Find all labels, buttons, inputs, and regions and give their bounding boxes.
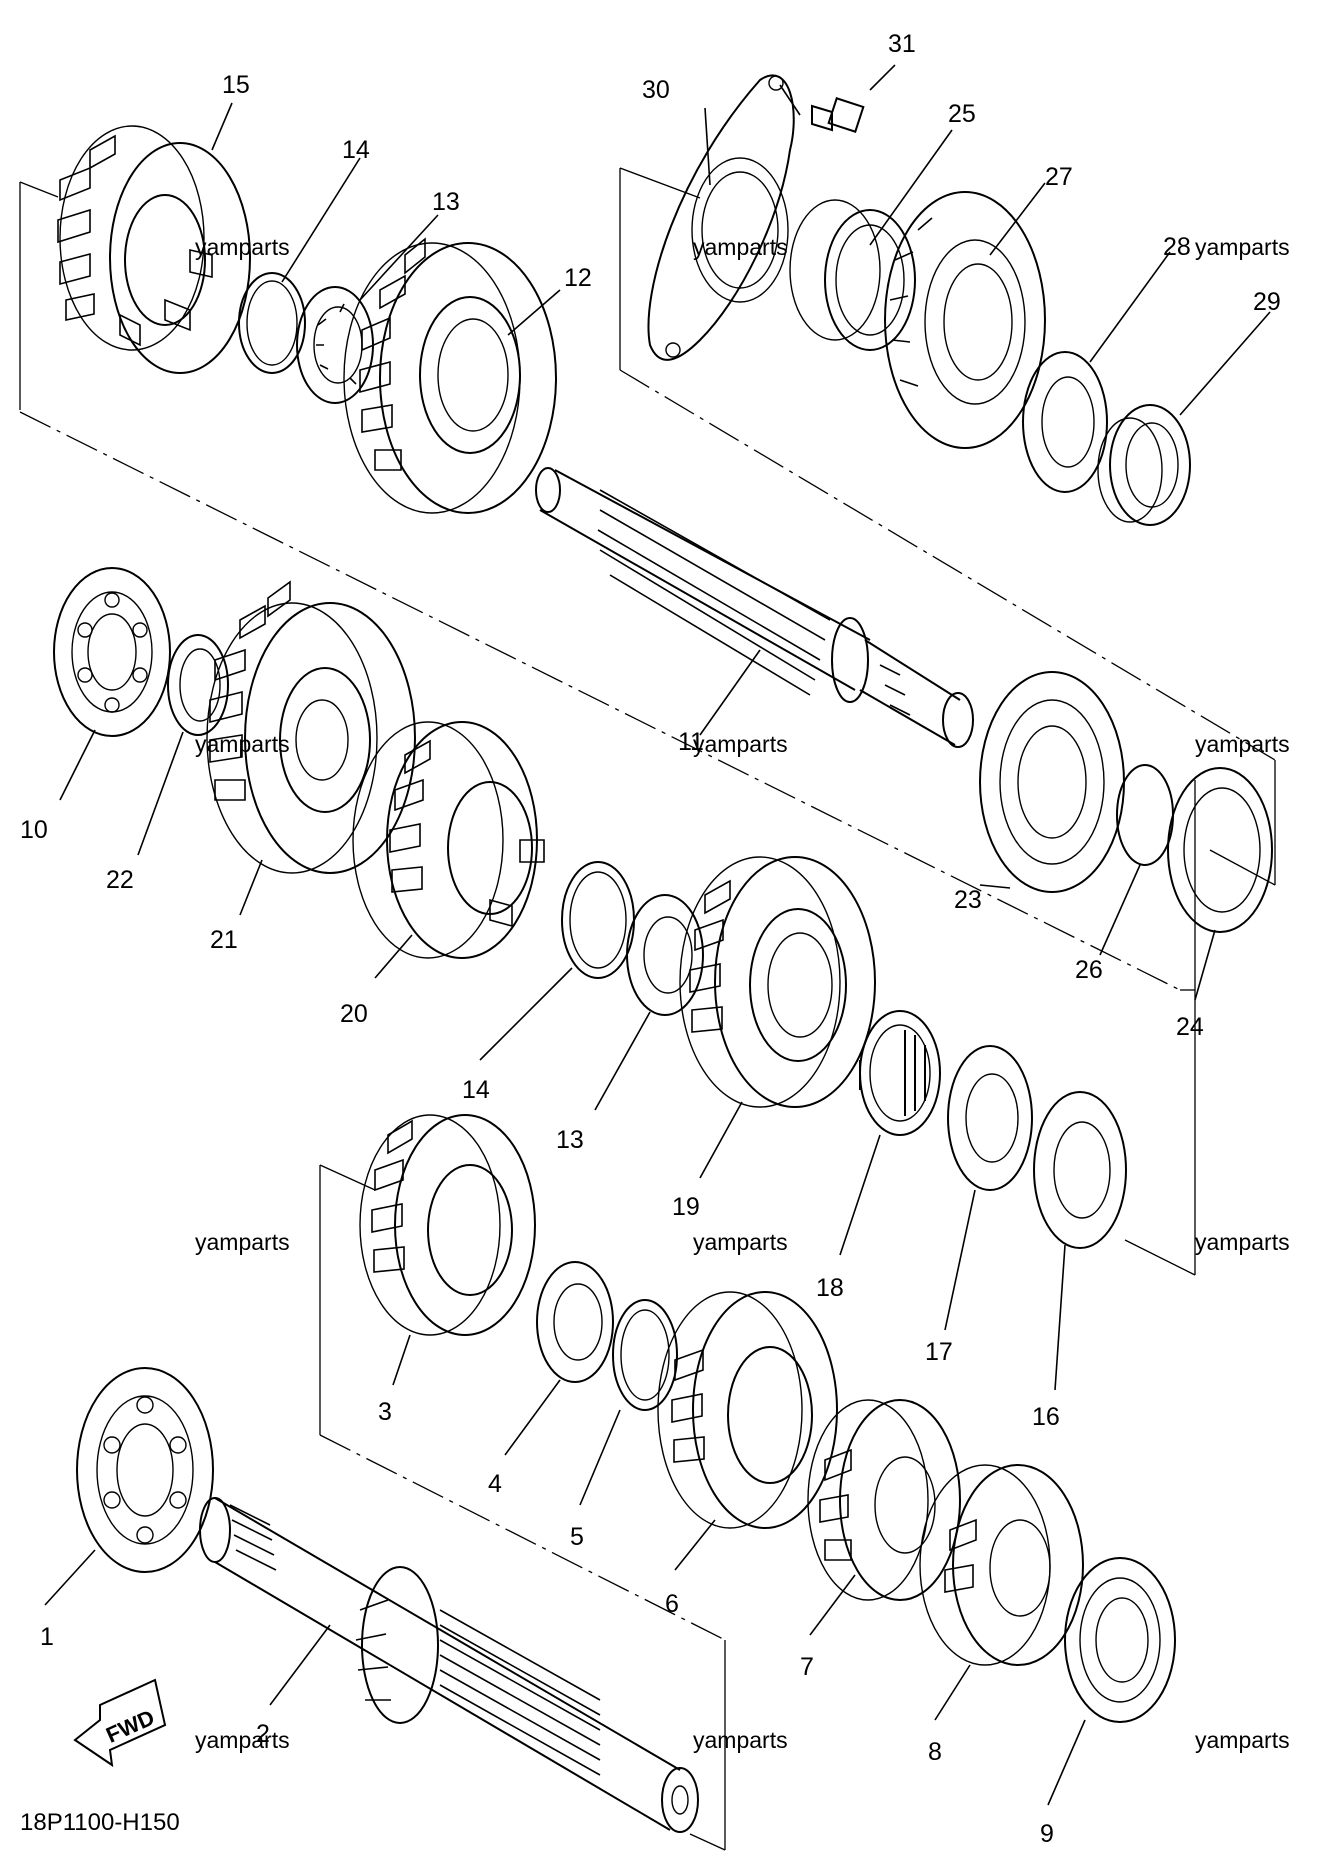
part-30-bracket — [647, 74, 795, 361]
part-23-bearing — [979, 671, 1125, 893]
part-14b-circlip — [561, 861, 635, 979]
watermark: yamparts — [1195, 731, 1290, 757]
watermark: yamparts — [693, 1229, 788, 1255]
callout-22: 22 — [106, 866, 134, 894]
part-25-collar — [789, 199, 916, 351]
callout-1: 1 — [40, 1623, 54, 1651]
diagram-code: 18P1100-H150 — [20, 1809, 180, 1836]
callout-10: 10 — [20, 816, 48, 844]
part-1-bearing — [76, 1367, 214, 1573]
watermark: yamparts — [693, 1727, 788, 1753]
callout-13: 13 — [432, 188, 460, 216]
leader-lines — [44, 64, 1271, 1806]
callout-8: 8 — [928, 1738, 942, 1766]
callout-23: 23 — [954, 886, 982, 914]
part-9-bearing — [1064, 1557, 1176, 1723]
callout-14b: 14 — [462, 1076, 490, 1104]
part-10-bearing — [53, 567, 171, 737]
callout-5: 5 — [570, 1523, 584, 1551]
callout-18: 18 — [816, 1274, 844, 1302]
callout-31: 31 — [888, 30, 916, 58]
callout-4: 4 — [488, 1470, 502, 1498]
part-19-gear — [679, 856, 876, 1108]
callout-15: 15 — [222, 71, 250, 99]
callout-25: 25 — [948, 100, 976, 128]
callout-21: 21 — [210, 926, 238, 954]
part-24-seal — [1167, 767, 1273, 933]
watermark: yamparts — [195, 1727, 290, 1753]
part-12-gear — [343, 237, 557, 514]
watermark: yamparts — [1195, 234, 1290, 260]
part-22-washer — [167, 634, 229, 736]
part-6-gear — [657, 1291, 838, 1529]
part-11-axle — [535, 467, 974, 748]
callout-2: 2 — [256, 1720, 270, 1748]
part-2-axle — [199, 1497, 699, 1833]
watermark: yamparts — [1195, 1229, 1290, 1255]
callout-28: 28 — [1163, 233, 1191, 261]
group-frame-lines — [19, 167, 1276, 1851]
part-14-circlip — [238, 272, 306, 374]
callout-27: 27 — [1045, 163, 1073, 191]
fwd-arrow-icon: FWD — [73, 1678, 167, 1768]
part-28-washer — [1022, 351, 1108, 493]
callout-19: 19 — [672, 1193, 700, 1221]
watermark: yamparts — [195, 1229, 290, 1255]
watermark: yamparts — [1195, 1727, 1290, 1753]
callout-29: 29 — [1253, 288, 1281, 316]
part-7-gear — [807, 1399, 961, 1601]
watermark: yamparts — [195, 234, 290, 260]
callout-12: 12 — [564, 264, 592, 292]
callout-11: 11 — [678, 728, 704, 756]
callout-20: 20 — [340, 1000, 368, 1028]
part-31-bolt — [811, 97, 865, 133]
part-21-gear — [206, 580, 416, 874]
callout-6: 6 — [665, 1590, 679, 1618]
callout-14: 14 — [342, 136, 370, 164]
part-15-gear — [57, 125, 251, 374]
part-26-oring — [1116, 764, 1174, 866]
part-5-circlip — [612, 1299, 678, 1411]
part-3-gear — [359, 1114, 536, 1336]
callout-24: 24 — [1176, 1013, 1204, 1041]
callout-labels: 15 14 13 12 30 31 25 27 28 29 10 22 21 1… — [20, 30, 1281, 1848]
callout-9: 9 — [1040, 1820, 1054, 1848]
part-20-gear — [352, 721, 545, 959]
part-18-bearing — [859, 1010, 941, 1136]
part-27-sprocket — [884, 191, 1046, 449]
callout-16: 16 — [1032, 1403, 1060, 1431]
callout-17: 17 — [925, 1338, 953, 1366]
watermark: yamparts — [693, 234, 788, 260]
callout-13b: 13 — [556, 1126, 584, 1154]
part-17-washer — [947, 1045, 1033, 1191]
watermarks: yamparts yamparts yamparts yamparts yamp… — [195, 234, 1290, 1753]
callout-30: 30 — [642, 76, 670, 104]
callout-3: 3 — [378, 1398, 392, 1426]
watermark: yamparts — [693, 731, 788, 757]
watermark: yamparts — [195, 731, 290, 757]
callout-26: 26 — [1075, 956, 1103, 984]
part-8-gear — [919, 1464, 1084, 1666]
callout-7: 7 — [800, 1653, 814, 1681]
part-13b-washer — [626, 894, 704, 1016]
part-29-nut — [1097, 404, 1191, 526]
part-4-washer — [536, 1261, 614, 1383]
part-16-washer — [1033, 1091, 1127, 1249]
